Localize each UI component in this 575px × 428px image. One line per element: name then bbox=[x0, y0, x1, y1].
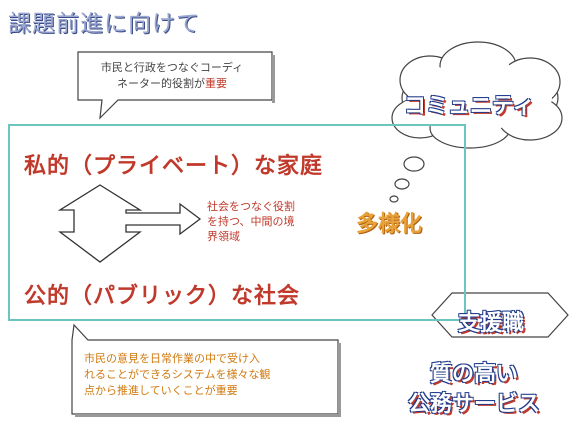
diversification-label: 多様化 bbox=[356, 212, 423, 237]
support-post-label: 支援職 bbox=[458, 311, 525, 336]
top-bubble-line-2: ネーター的役割が重要 bbox=[82, 76, 262, 92]
intermediate-line-2: を持つ、中間の境 bbox=[207, 215, 295, 228]
community-label: コミュニティ bbox=[404, 94, 535, 119]
support-post-shape bbox=[431, 292, 569, 338]
bottom-bubble-shadow-b bbox=[75, 414, 341, 417]
bottom-bubble-line-2: れることができるシステムを様々な観 bbox=[84, 368, 271, 381]
bottom-speech-bubble bbox=[71, 323, 339, 415]
top-bubble-line-1: 市民と行政をつなぐコーディ bbox=[100, 61, 244, 74]
bottom-bubble-line-3: 点から推進していくことが重要 bbox=[84, 384, 238, 397]
double-arrow-shape bbox=[57, 184, 202, 263]
thought-cloud bbox=[389, 41, 563, 203]
quality-line-2: 公務サービス bbox=[407, 392, 540, 417]
intermediate-line-1: 社会をつなぐ役割 bbox=[207, 200, 295, 213]
top-bubble-emphasis: 重要 bbox=[205, 77, 227, 90]
quality-public-service-label: 質の高い 公務サービス bbox=[380, 360, 568, 420]
top-bubble-shadow bbox=[272, 55, 275, 103]
bottom-bubble-shadow bbox=[338, 343, 341, 417]
bottom-bubble-text: 市民の意見を日常作業の中で受け入 れることができるシステムを様々な観 点から推進… bbox=[84, 351, 332, 399]
private-home-label: 私的（プライベート）な家庭 bbox=[24, 154, 324, 179]
top-bubble-text: 市民と行政をつなぐコーディ ネーター的役割が重要 bbox=[82, 60, 262, 92]
intermediate-zone-text: 社会をつなぐ役割 を持つ、中間の境 界領域 bbox=[207, 199, 327, 244]
quality-line-1: 質の高い bbox=[429, 362, 518, 387]
main-frame bbox=[8, 124, 466, 321]
public-society-label: 公的（パブリック）な社会 bbox=[24, 284, 301, 309]
page-title: 課題前進に向けて bbox=[8, 11, 200, 37]
intermediate-line-3: 界領域 bbox=[207, 230, 240, 243]
bottom-bubble-line-1: 市民の意見を日常作業の中で受け入 bbox=[84, 352, 260, 365]
top-bubble-line-2-prefix: ネーター的役割が bbox=[117, 77, 205, 90]
